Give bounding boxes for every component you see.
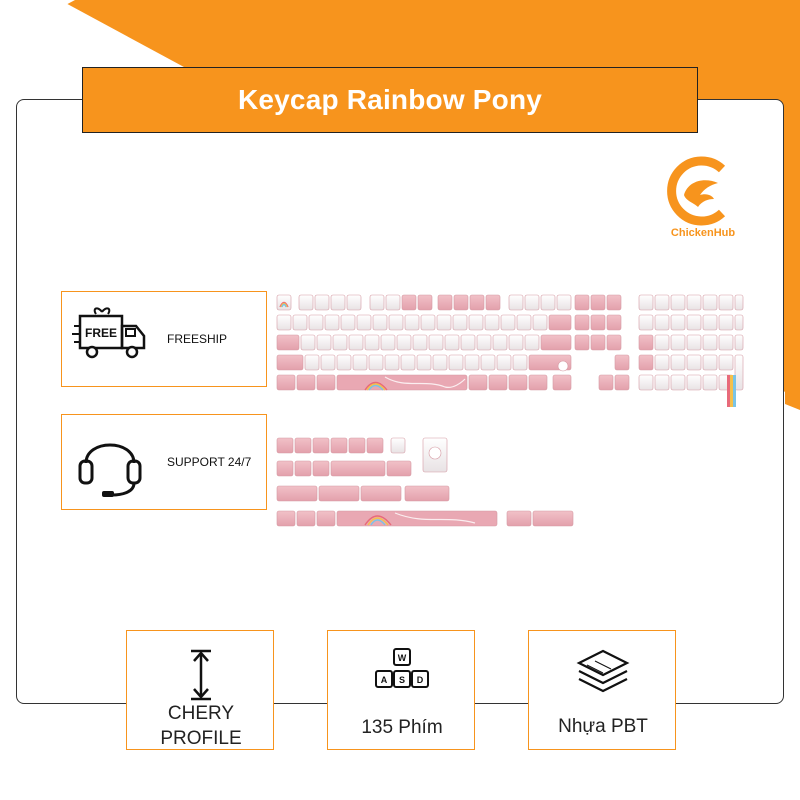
spec-keys: W A S D 135 Phím [327,630,475,750]
key-d-label: D [417,675,424,685]
spec-material-label: Nhựa PBT [558,716,648,737]
spec-profile: CHERY PROFILE [126,630,274,750]
wasd-keys-icon: W A S D [375,648,429,688]
chicken-logo-icon [667,156,726,226]
free-badge-text: FREE [85,326,117,340]
feature-label-support: SUPPORT 24/7 [167,455,252,469]
key-s-label: S [399,675,405,685]
spec-profile-line2: PROFILE [160,728,242,749]
key-a-label: A [381,675,388,685]
main-card [16,99,784,704]
brand-logo: ChickenHub [660,155,746,245]
key-w-label: W [398,653,407,663]
vertical-height-arrow-icon [191,649,211,701]
feature-freeship: FREE FREESHIP [61,291,267,387]
keycap-set-image [276,294,744,527]
title-banner: Keycap Rainbow Pony [82,67,698,133]
feature-label-freeship: FREESHIP [167,332,228,346]
spec-keys-label: 135 Phím [361,717,443,738]
stacked-layers-icon [576,649,630,693]
headset-icon [78,443,142,497]
spec-profile-line1: CHERY [167,703,235,724]
spec-material: Nhựa PBT [528,630,676,750]
brand-name: ChickenHub [670,227,736,239]
page-title: Keycap Rainbow Pony [237,84,543,115]
feature-support: SUPPORT 24/7 [61,414,267,510]
free-delivery-truck-icon: FREE [72,307,146,359]
